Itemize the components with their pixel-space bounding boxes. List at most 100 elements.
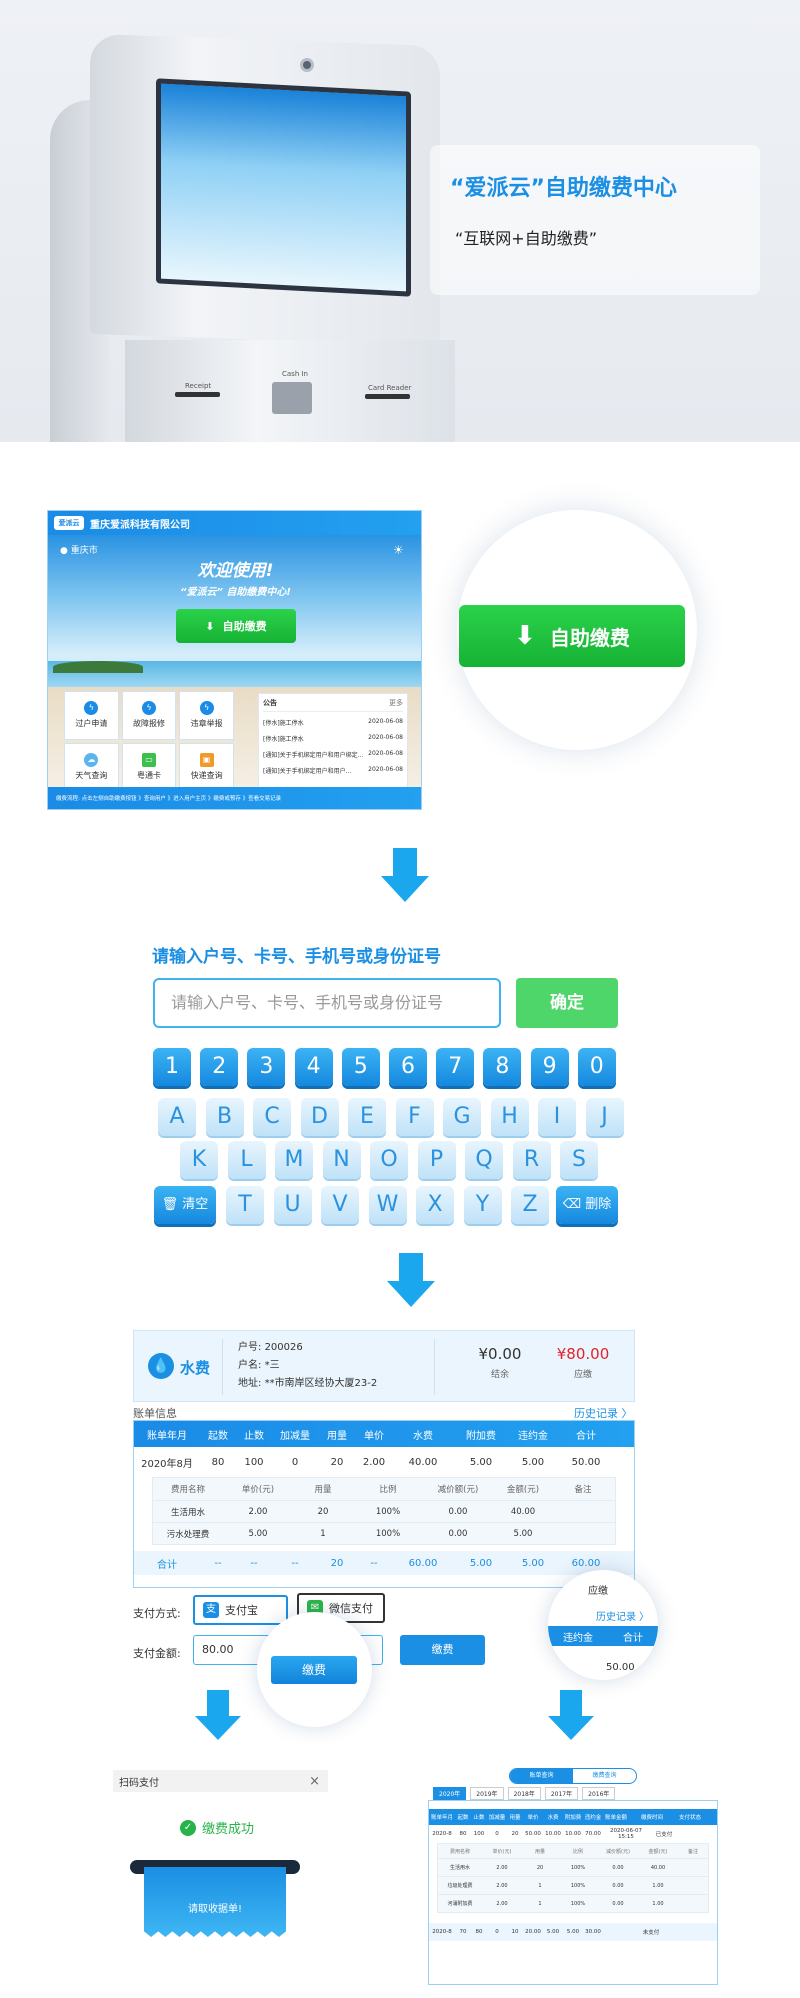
bolt-icon: ϟ <box>199 701 214 716</box>
key-r[interactable]: R <box>512 1141 551 1179</box>
tile-express[interactable]: ▣快递查询 <box>179 742 234 791</box>
key-t[interactable]: T <box>226 1186 264 1224</box>
notice-item[interactable]: [通知]关于手机绑定用户和用户绑定...2020-06-08 <box>263 750 403 759</box>
account-name: *三 <box>264 1360 280 1371</box>
notice-text: [通知]关于手机绑定用户和用户... <box>263 768 352 775</box>
year-tab[interactable]: 2017年 <box>544 1787 579 1800</box>
name-label: 户名: <box>238 1360 262 1371</box>
key-u[interactable]: U <box>273 1186 312 1224</box>
key-8[interactable]: 8 <box>483 1048 522 1086</box>
year-tab[interactable]: 2019年 <box>470 1787 504 1800</box>
year-tab[interactable]: 2020年 <box>433 1787 467 1800</box>
key-7[interactable]: 7 <box>436 1048 475 1086</box>
cell: 2020-06-07 15:15 <box>610 1828 642 1840</box>
cell: 100% <box>570 1864 586 1871</box>
key-z[interactable]: Z <box>511 1186 549 1224</box>
key-k[interactable]: K <box>180 1141 218 1179</box>
key-v[interactable]: V <box>321 1186 359 1224</box>
receipt-printer: 请取收据单! <box>130 1860 300 1940</box>
key-h[interactable]: H <box>490 1098 529 1136</box>
year-tab[interactable]: 2018年 <box>507 1787 541 1800</box>
key-q[interactable]: Q <box>465 1141 503 1179</box>
sun-icon: ☀ <box>393 543 404 557</box>
key-5[interactable]: 5 <box>341 1048 380 1086</box>
key-y[interactable]: Y <box>463 1186 502 1224</box>
key-p[interactable]: P <box>417 1141 456 1179</box>
notice-item[interactable]: [通知]关于手机绑定用户和用户... 2020-06-08 <box>263 766 403 775</box>
alipay-option[interactable]: 支 支付宝 <box>193 1595 288 1625</box>
key-l[interactable]: L <box>227 1141 266 1179</box>
tile-label: 故障报修 <box>132 719 165 729</box>
confirm-button[interactable]: 确定 <box>516 978 618 1028</box>
cell: 80 <box>459 1831 467 1837</box>
key-d[interactable]: D <box>300 1098 339 1136</box>
key-6[interactable]: 6 <box>389 1048 427 1086</box>
zoom-self-pay-button[interactable]: ⬇ 自助缴费 <box>459 605 685 667</box>
cell: -- <box>214 1557 222 1569</box>
delete-button[interactable]: ⌫ 删除 <box>556 1186 618 1224</box>
key-4[interactable]: 4 <box>294 1048 333 1086</box>
key-9[interactable]: 9 <box>530 1048 569 1086</box>
key-w[interactable]: W <box>368 1186 407 1224</box>
key-x[interactable]: X <box>416 1186 454 1224</box>
notice-date: 2020-06-08 <box>368 766 403 773</box>
clear-button[interactable]: 🗑 清空 <box>154 1186 216 1224</box>
cell: 20 <box>317 1506 329 1517</box>
cell: 2.00 <box>248 1506 268 1517</box>
tab-pay-query[interactable]: 缴费查询 <box>592 1772 617 1779</box>
tab-bill-query[interactable]: 账单查询 <box>510 1769 573 1783</box>
card-icon: ▭ <box>141 752 156 767</box>
notice-more-link[interactable]: 更多 <box>389 699 403 707</box>
key-3[interactable]: 3 <box>247 1048 286 1086</box>
tile-card[interactable]: ▭粤通卡 <box>121 742 177 791</box>
key-o[interactable]: O <box>370 1141 408 1179</box>
cell: 10.00 <box>565 1831 581 1837</box>
lens-total: 合计 <box>623 1632 643 1644</box>
cell: 60.00 <box>408 1557 438 1569</box>
zoom-pay-button[interactable]: 缴费 <box>271 1656 357 1684</box>
lens-due: 应缴 <box>588 1586 608 1597</box>
key-i[interactable]: I <box>538 1098 576 1136</box>
tile-label: 天气查询 <box>75 770 108 780</box>
cell: 2.00 <box>362 1456 386 1468</box>
key-e[interactable]: E <box>348 1098 386 1136</box>
cell: 20.00 <box>525 1929 541 1935</box>
cell: 20 <box>511 1831 519 1837</box>
pay-button[interactable]: 缴费 <box>400 1635 485 1665</box>
city-selector[interactable]: ● 重庆市 <box>60 546 98 556</box>
alipay-label: 支付宝 <box>225 1604 258 1617</box>
receipt-label: Receipt <box>185 382 212 390</box>
key-s[interactable]: S <box>560 1141 598 1179</box>
history-link[interactable]: 历史记录 〉 <box>574 1407 633 1420</box>
key-b[interactable]: B <box>205 1098 244 1136</box>
key-g[interactable]: G <box>443 1098 481 1136</box>
box-icon: ▣ <box>199 752 214 767</box>
cell: 账单金额 <box>604 1815 627 1821</box>
key-2[interactable]: 2 <box>200 1048 239 1086</box>
close-icon[interactable]: × <box>309 1773 320 1789</box>
year-tab[interactable]: 2016年 <box>582 1787 616 1800</box>
key-n[interactable]: N <box>322 1141 361 1179</box>
cell: 5.00 <box>469 1557 493 1569</box>
cell: 比例 <box>379 1485 397 1495</box>
key-a[interactable]: A <box>158 1098 196 1136</box>
key-f[interactable]: F <box>395 1098 434 1136</box>
key-0[interactable]: 0 <box>577 1048 616 1086</box>
self-pay-button[interactable]: ⬇ 自助缴费 <box>176 609 296 643</box>
account-input[interactable]: 请输入户号、卡号、手机号或身份证号 <box>153 978 501 1028</box>
tile-weather[interactable]: ☁ 天气查询 <box>64 742 119 791</box>
key-j[interactable]: J <box>585 1098 624 1136</box>
cloud-icon: ☁ <box>84 752 99 767</box>
key-m[interactable]: M <box>275 1141 313 1179</box>
key-c[interactable]: C <box>253 1098 291 1136</box>
key-1[interactable]: 1 <box>153 1048 191 1086</box>
